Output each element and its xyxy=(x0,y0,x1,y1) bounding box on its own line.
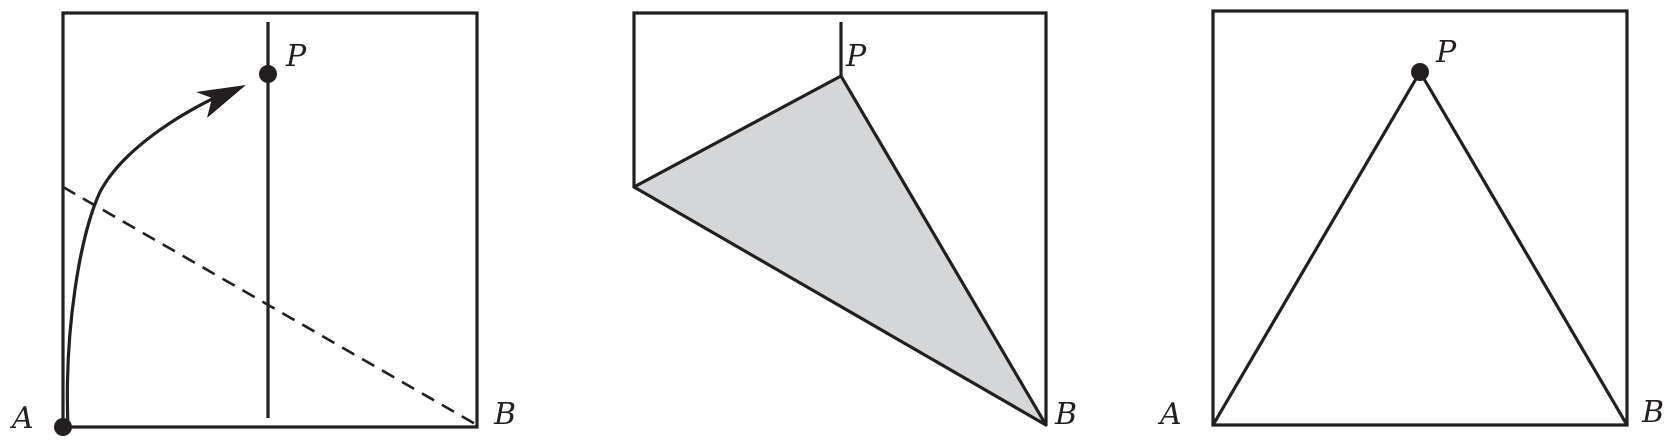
panel-1-label-a: A xyxy=(9,401,34,436)
panel-1-label-b: B xyxy=(493,397,516,432)
panel-2-label-p: P xyxy=(845,39,867,74)
panel-1-square xyxy=(61,11,479,429)
panel-3-label-a: A xyxy=(1157,397,1182,432)
panel-2-paper-outline xyxy=(632,11,1048,425)
arrowhead-icon xyxy=(196,85,246,118)
panel-2-folded-state: P B xyxy=(632,11,1077,432)
panel-1-label-p: P xyxy=(285,39,307,74)
panel-3-point-p-dot xyxy=(1411,63,1429,81)
panel-3-label-p: P xyxy=(1435,35,1457,70)
panel-1-point-a-dot xyxy=(54,418,72,436)
panel-1-dashed-fold-line xyxy=(62,185,478,427)
panel-3-triangle-sides xyxy=(1211,68,1629,426)
panel-1-fold-arrow xyxy=(65,86,237,428)
panel-2-shaded-flap xyxy=(632,74,1048,427)
panel-3-square xyxy=(1211,9,1629,427)
panel-3-result: P A B xyxy=(1157,9,1664,432)
panel-1-fold-step: P A B xyxy=(9,11,516,436)
panel-1-point-p-dot xyxy=(259,65,277,83)
panel-2-label-b: B xyxy=(1054,397,1077,432)
panel-3-label-b: B xyxy=(1641,395,1664,430)
